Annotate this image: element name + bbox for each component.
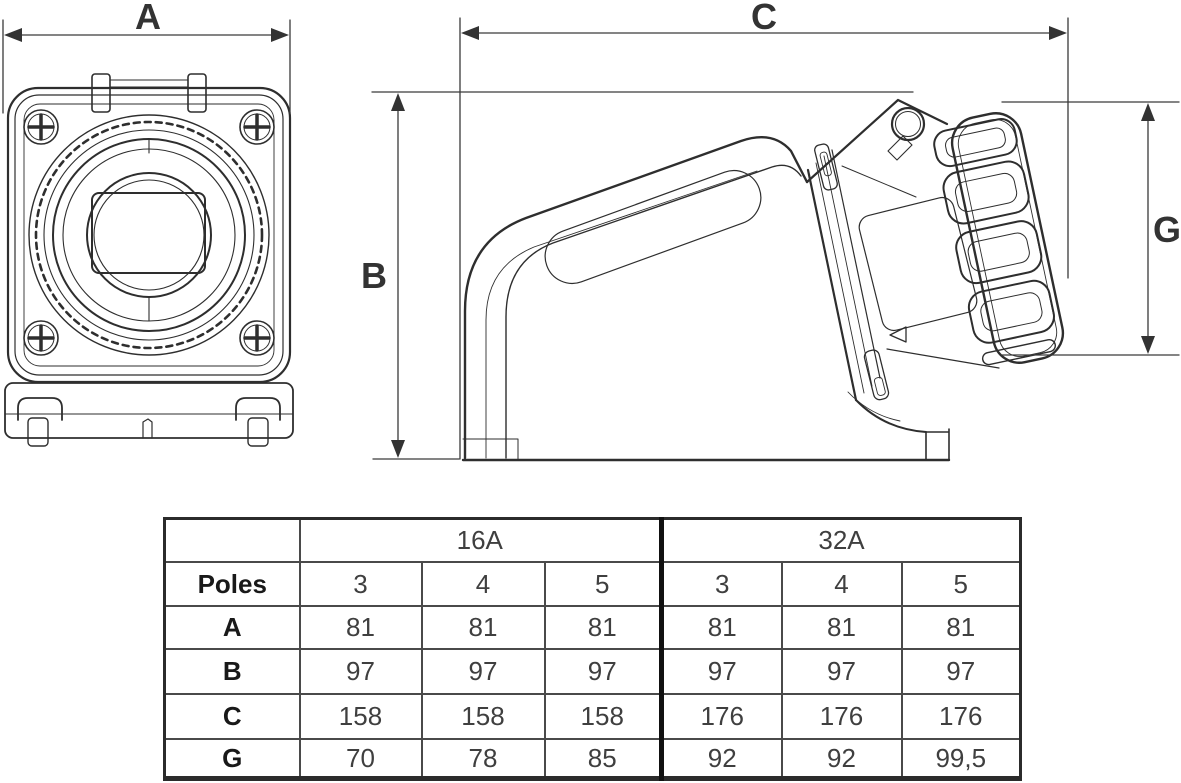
group-header-32a: 32A — [659, 517, 1022, 563]
table-cell: 97 — [780, 648, 903, 695]
front-view — [4, 73, 294, 447]
table-cell: 81 — [659, 605, 783, 650]
table-cell: 81 — [900, 605, 1022, 650]
technical-drawing: A C B G — [2, 0, 1181, 462]
dimension-g: G — [1001, 101, 1181, 356]
dimension-b: B — [361, 91, 914, 460]
row-label-b: B — [163, 648, 301, 695]
rating-plate — [858, 196, 978, 332]
table-cell: 97 — [298, 648, 423, 695]
table-row-c: C 158 158 158 176 176 176 — [163, 693, 1022, 740]
table-cell: 3 — [659, 561, 783, 607]
dim-label-c: C — [751, 0, 777, 37]
table-cell: 99,5 — [900, 738, 1022, 780]
dimension-a: A — [2, 0, 291, 114]
table-cell: 97 — [420, 648, 546, 695]
table-row-g: G 70 78 85 92 92 99,5 — [163, 738, 1022, 780]
table-cell: 158 — [543, 693, 663, 740]
hinge — [91, 73, 207, 113]
table-cell: 78 — [420, 738, 546, 780]
socket-window — [91, 192, 206, 274]
dim-label-a: A — [135, 0, 161, 37]
table-cell: 97 — [900, 648, 1022, 695]
table-cell: 81 — [543, 605, 663, 650]
table-row-b: B 97 97 97 97 97 97 — [163, 648, 1022, 695]
table-cell: 5 — [900, 561, 1022, 607]
dimensions-table: 16A 32A Poles 3 4 5 3 4 5 A 81 81 81 81 … — [163, 517, 1022, 781]
socket-lid — [933, 112, 1065, 366]
table-corner-cell — [163, 517, 301, 563]
table-row-a: A 81 81 81 81 81 81 — [163, 605, 1022, 650]
table-cell: 81 — [780, 605, 903, 650]
table-cell: 92 — [659, 738, 783, 780]
table-cell: 97 — [659, 648, 783, 695]
table-cell: 3 — [298, 561, 423, 607]
table-row-poles: Poles 3 4 5 3 4 5 — [163, 561, 1022, 607]
bottom-bracket — [4, 382, 294, 447]
row-label-poles: Poles — [163, 561, 301, 607]
screw-icon — [239, 109, 275, 145]
group-header-16a: 16A — [298, 517, 663, 563]
row-label-g: G — [163, 738, 301, 780]
table-cell: 5 — [543, 561, 663, 607]
dimension-c: C — [459, 0, 1069, 460]
socket-rings — [28, 114, 270, 367]
table-cell: 70 — [298, 738, 423, 780]
table-cell: 176 — [659, 693, 783, 740]
table-cell: 92 — [780, 738, 903, 780]
screw-icon — [239, 320, 275, 356]
screw-icon — [23, 320, 59, 356]
dim-label-g: G — [1153, 209, 1181, 250]
table-cell: 81 — [298, 605, 423, 650]
screw-icon — [23, 109, 59, 145]
triangle-marker — [889, 326, 907, 343]
dimension-annotations: A C B G — [2, 0, 1181, 460]
table-cell: 81 — [420, 605, 546, 650]
table-cell: 176 — [780, 693, 903, 740]
table-cell: 158 — [420, 693, 546, 740]
table-row-groups: 16A 32A — [163, 517, 1022, 563]
table-cell: 97 — [543, 648, 663, 695]
table-cell: 158 — [298, 693, 423, 740]
dim-label-b: B — [361, 255, 387, 296]
table-cell: 176 — [900, 693, 1022, 740]
row-label-c: C — [163, 693, 301, 740]
table-cell: 4 — [780, 561, 903, 607]
row-label-a: A — [163, 605, 301, 650]
side-view — [461, 98, 1065, 462]
table-cell: 85 — [543, 738, 663, 780]
table-cell: 4 — [420, 561, 546, 607]
mounting-hole — [890, 106, 926, 142]
